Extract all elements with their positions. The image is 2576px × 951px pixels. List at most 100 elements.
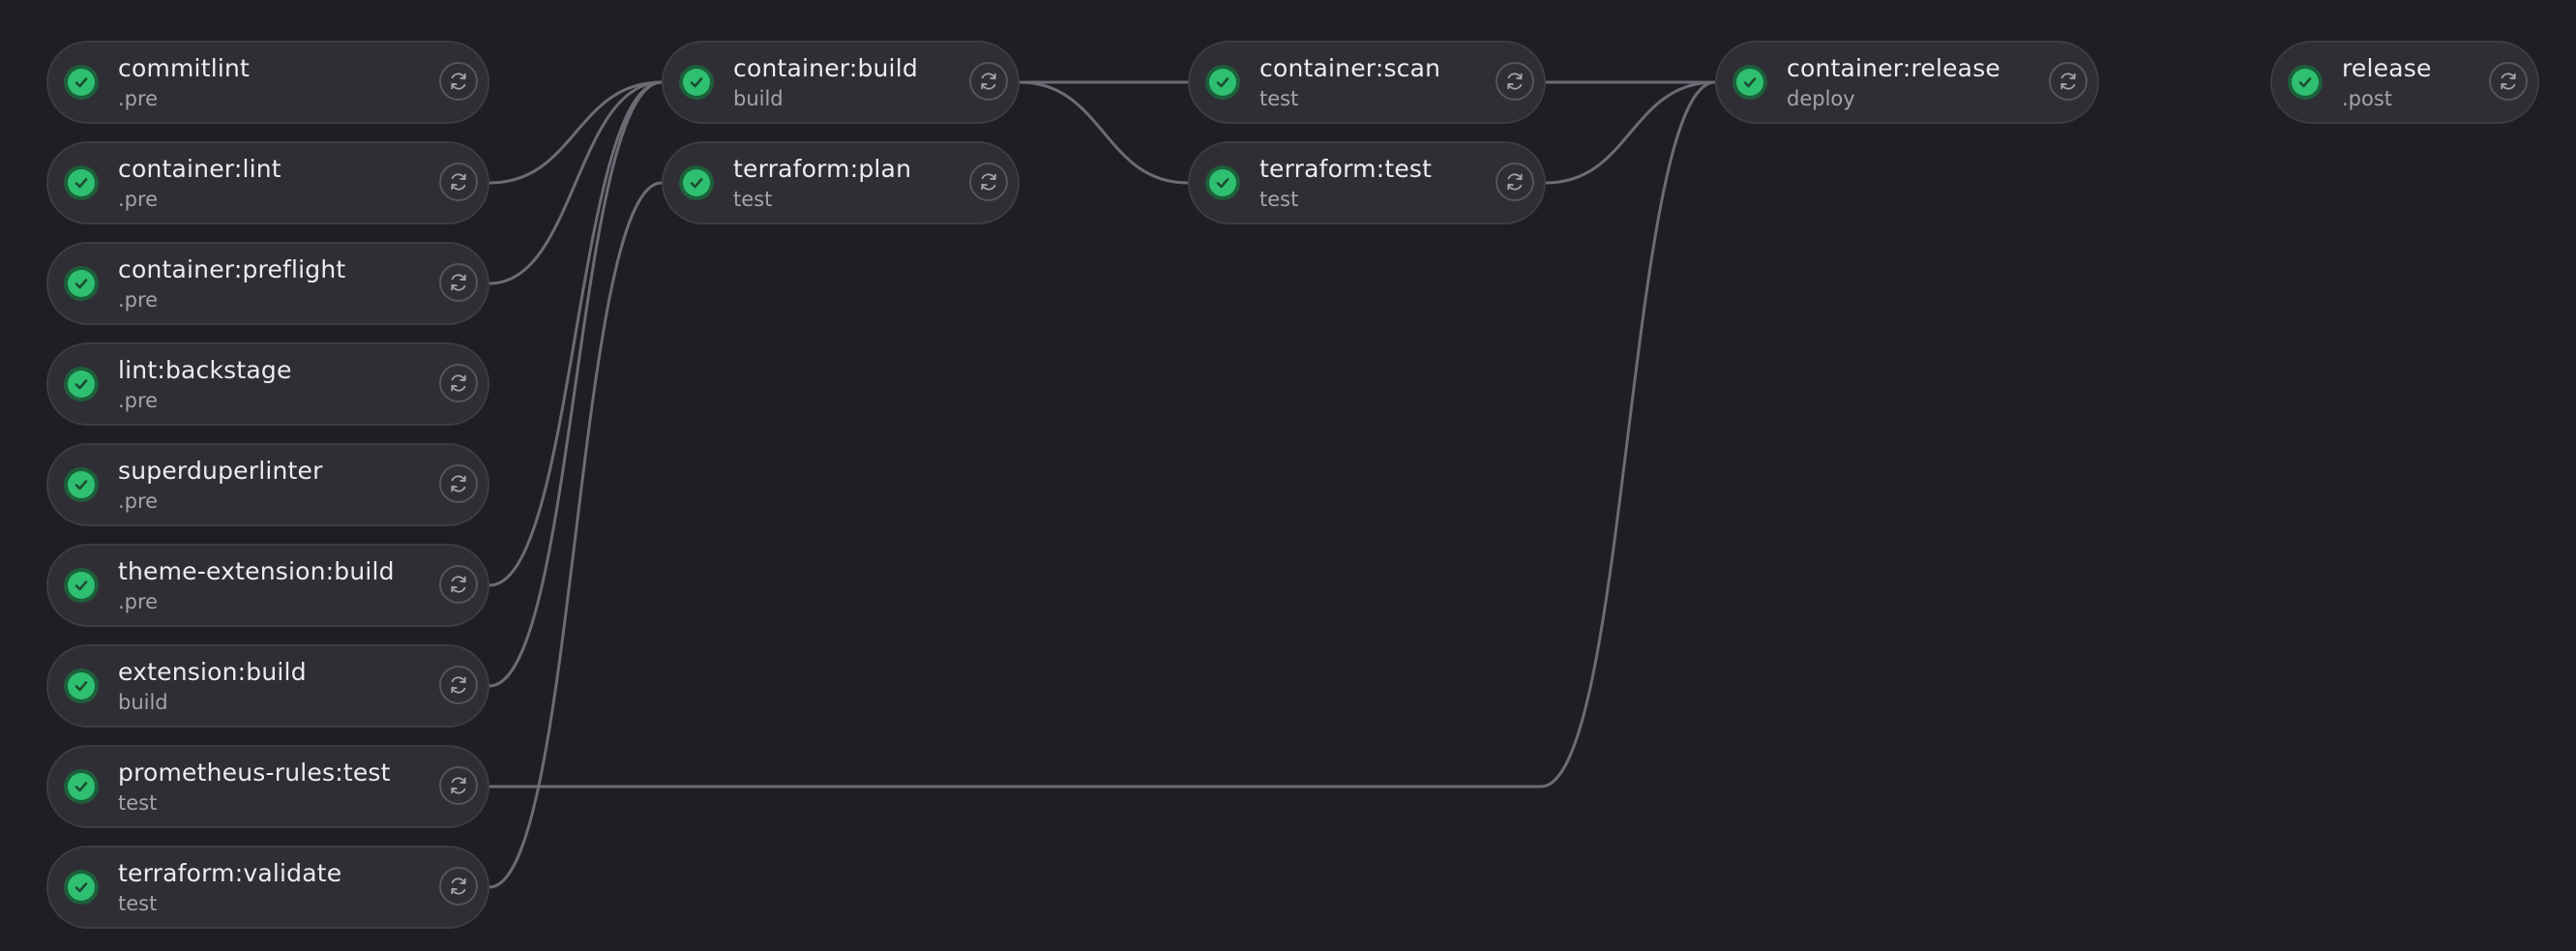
job-name: container:lint [118,155,281,183]
retry-button[interactable] [439,163,478,201]
retry-button[interactable] [439,364,478,402]
job-terraform-test[interactable]: terraform:test test [1188,141,1546,224]
link-container-build-to-terraform-test [1019,80,1189,185]
job-name: terraform:plan [733,155,912,183]
check-icon [1736,69,1763,96]
retry-button[interactable] [439,565,478,604]
check-icon [68,773,95,800]
retry-icon [447,573,470,596]
job-terraform-plan[interactable]: terraform:plan test [662,141,1020,224]
job-container-preflight[interactable]: container:preflight .pre [46,242,489,325]
job-release[interactable]: release .post [2270,41,2539,124]
link-terraform-validate-to-terraform-plan [489,181,663,889]
check-icon [68,471,95,498]
job-container-scan[interactable]: container:scan test [1188,41,1546,124]
job-stage: .pre [118,590,159,613]
status-success-icon [1205,165,1240,200]
job-stage: test [118,892,158,915]
job-superduperlinter[interactable]: superduperlinter .pre [46,443,489,526]
job-name: terraform:test [1259,155,1433,183]
status-success-icon [64,870,99,905]
job-name: extension:build [118,658,307,686]
job-stage: deploy [1787,87,1855,110]
job-theme-extension-build[interactable]: theme-extension:build .pre [46,544,489,627]
status-success-icon [679,165,714,200]
retry-icon [447,70,470,93]
link-container-lint-to-container-build [489,80,663,185]
job-container-release[interactable]: container:release deploy [1715,41,2099,124]
job-stage: test [1259,87,1299,110]
job-terraform-validate[interactable]: terraform:validate test [46,846,489,929]
job-name: terraform:validate [118,859,342,887]
status-success-icon [64,367,99,401]
check-icon [68,371,95,398]
job-name: container:scan [1259,54,1441,82]
job-stage: .pre [118,490,159,513]
job-stage: .pre [118,389,159,412]
job-prometheus-rules-test[interactable]: prometheus-rules:test test [46,745,489,828]
status-success-icon [679,65,714,100]
check-icon [1209,169,1236,196]
status-success-icon [64,669,99,703]
link-container-preflight-to-container-build [489,80,663,285]
retry-icon [2057,70,2080,93]
retry-icon [2497,70,2520,93]
status-success-icon [64,769,99,804]
retry-button[interactable] [439,666,478,704]
check-icon [68,874,95,901]
job-stage: .post [2342,87,2393,110]
retry-icon [447,875,470,898]
retry-button[interactable] [1495,62,1534,101]
status-success-icon [64,65,99,100]
job-name: prometheus-rules:test [118,758,391,787]
retry-icon [447,673,470,697]
job-name: container:preflight [118,255,346,283]
job-name: commitlint [118,54,251,82]
check-icon [68,69,95,96]
retry-button[interactable] [1495,163,1534,201]
job-container-lint[interactable]: container:lint.pre [46,141,489,224]
retry-button[interactable] [439,263,478,302]
retry-icon [447,472,470,495]
retry-button[interactable] [2489,62,2528,101]
job-name: theme-extension:build [118,557,395,585]
retry-icon [447,271,470,294]
job-container-build[interactable]: container:build build [662,41,1020,124]
status-success-icon [64,467,99,502]
retry-button[interactable] [969,62,1008,101]
status-success-icon [1205,65,1240,100]
retry-icon [447,371,470,395]
link-prometheus-rules-test-to-container-release [489,80,1716,788]
retry-button[interactable] [2049,62,2087,101]
status-success-icon [1732,65,1767,100]
job-stage: test [733,188,773,211]
retry-button[interactable] [439,867,478,906]
job-name: container:release [1787,54,2001,82]
job-name: release [2342,54,2432,82]
link-terraform-test-to-container-release [1545,80,1716,185]
check-icon [1209,69,1236,96]
retry-icon [447,774,470,797]
job-stage: .pre [118,288,159,312]
link-theme-extension-build-to-container-build [489,80,663,587]
job-stage: build [733,87,784,110]
job-name: container:build [733,54,918,82]
retry-button[interactable] [439,464,478,503]
job-stage: test [118,791,158,815]
check-icon [68,572,95,599]
job-lint-backstage[interactable]: lint:backstage.pre [46,342,489,426]
retry-button[interactable] [439,62,478,101]
retry-button[interactable] [439,766,478,805]
retry-button[interactable] [969,163,1008,201]
job-stage: test [1259,188,1299,211]
status-success-icon [2288,65,2323,100]
job-name: superduperlinter [118,457,323,485]
check-icon [68,270,95,297]
status-success-icon [64,568,99,603]
job-commitlint[interactable]: commitlint.pre [46,41,489,124]
retry-icon [977,70,1000,93]
retry-icon [447,170,470,193]
retry-icon [1503,170,1526,193]
